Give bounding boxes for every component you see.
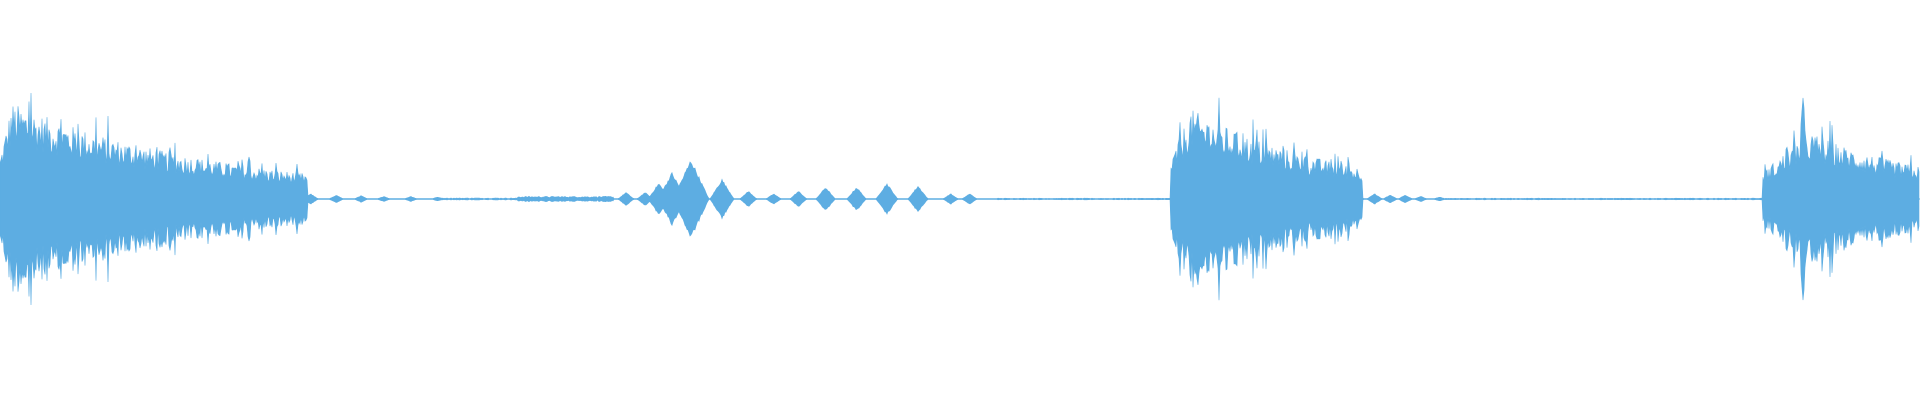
- audio-waveform: [0, 92, 1920, 306]
- waveform-view: [0, 92, 1920, 306]
